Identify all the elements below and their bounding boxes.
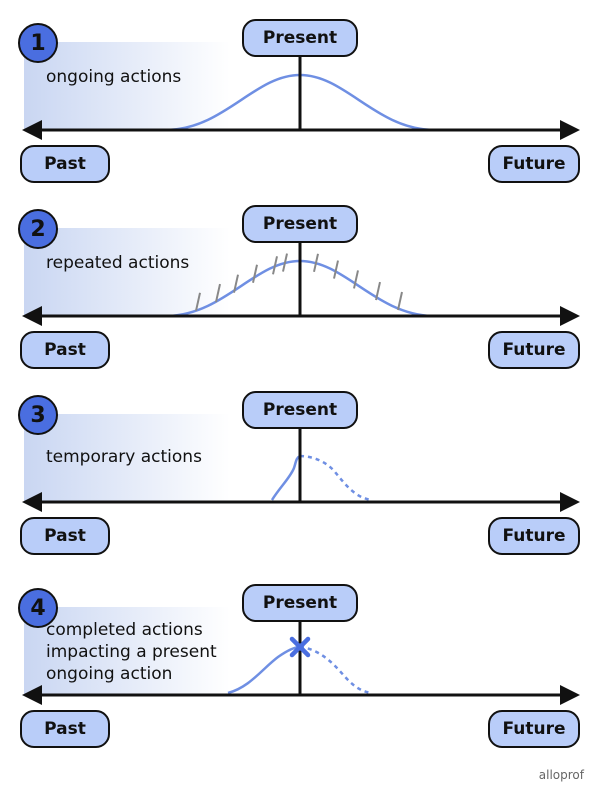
repetition-tick <box>272 256 278 275</box>
description-line: ongoing action <box>46 664 173 684</box>
future-label: Future <box>488 517 580 555</box>
repetition-tick <box>215 283 221 303</box>
temporary-curve-solid <box>270 454 301 501</box>
repetition-tick <box>313 253 319 273</box>
present-label: Present <box>242 19 358 57</box>
description-line: temporary actions <box>46 447 202 467</box>
past-arrowhead <box>22 306 42 326</box>
panel-ongoing-actions: 1 Present ongoing actions Past Future <box>0 0 600 188</box>
description-line: repeated actions <box>46 253 190 273</box>
panel-repeated-actions: 2 Present repeated actions Past Future <box>0 186 600 374</box>
repetition-tick <box>233 274 239 293</box>
panel-description: completed actions impacting a present on… <box>46 619 217 685</box>
future-arrowhead <box>560 492 580 512</box>
future-label: Future <box>488 331 580 369</box>
future-label: Future <box>488 145 580 183</box>
panel-completed-actions: 4 Present completed actions impacting a … <box>0 565 600 753</box>
panel-number-badge: 4 <box>18 588 58 628</box>
repetition-tick <box>397 291 403 311</box>
gradient-background <box>24 414 230 502</box>
repetition-tick <box>282 253 288 272</box>
past-arrowhead <box>22 120 42 140</box>
timeline-graphic <box>22 414 580 512</box>
panel-number-badge: 1 <box>18 23 58 63</box>
panel-description: temporary actions <box>46 446 202 468</box>
past-label: Past <box>20 331 110 369</box>
gradient-background <box>24 228 230 316</box>
panel-temporary-actions: 3 Present temporary actions Past Future <box>0 372 600 560</box>
completion-cross-icon <box>289 636 311 658</box>
past-label: Past <box>20 710 110 748</box>
past-label: Past <box>20 517 110 555</box>
gradient-background <box>24 42 230 130</box>
past-arrowhead <box>22 685 42 705</box>
description-line: completed actions <box>46 620 203 640</box>
future-arrowhead <box>560 120 580 140</box>
repetition-tick <box>195 292 201 312</box>
past-arrowhead <box>22 492 42 512</box>
repetition-tick <box>333 260 339 279</box>
panel-description: repeated actions <box>46 252 189 274</box>
future-arrowhead <box>560 685 580 705</box>
ongoing-curve-dashed <box>299 645 373 695</box>
timeline-graphic <box>22 42 580 140</box>
repetition-tick <box>375 281 381 301</box>
gradient-background <box>24 607 230 695</box>
description-line: ongoing actions <box>46 67 182 87</box>
timeline-graphic <box>22 228 580 326</box>
repetition-tick <box>353 270 359 289</box>
panel-description: ongoing actions <box>46 66 181 88</box>
panel-number-badge: 2 <box>18 209 58 249</box>
temporary-curve-dashed <box>299 454 373 502</box>
future-label: Future <box>488 710 580 748</box>
alloprof-logo: alloprof <box>538 768 584 782</box>
past-label: Past <box>20 145 110 183</box>
completed-curve-solid <box>227 645 301 695</box>
repetition-ticks <box>195 253 403 312</box>
timeline-graphic <box>22 607 580 705</box>
panel-number-badge: 3 <box>18 395 58 435</box>
present-label: Present <box>242 391 358 429</box>
present-label: Present <box>242 205 358 243</box>
present-label: Present <box>242 584 358 622</box>
description-line: impacting a present <box>46 642 217 662</box>
future-arrowhead <box>560 306 580 326</box>
repetition-tick <box>252 264 258 283</box>
